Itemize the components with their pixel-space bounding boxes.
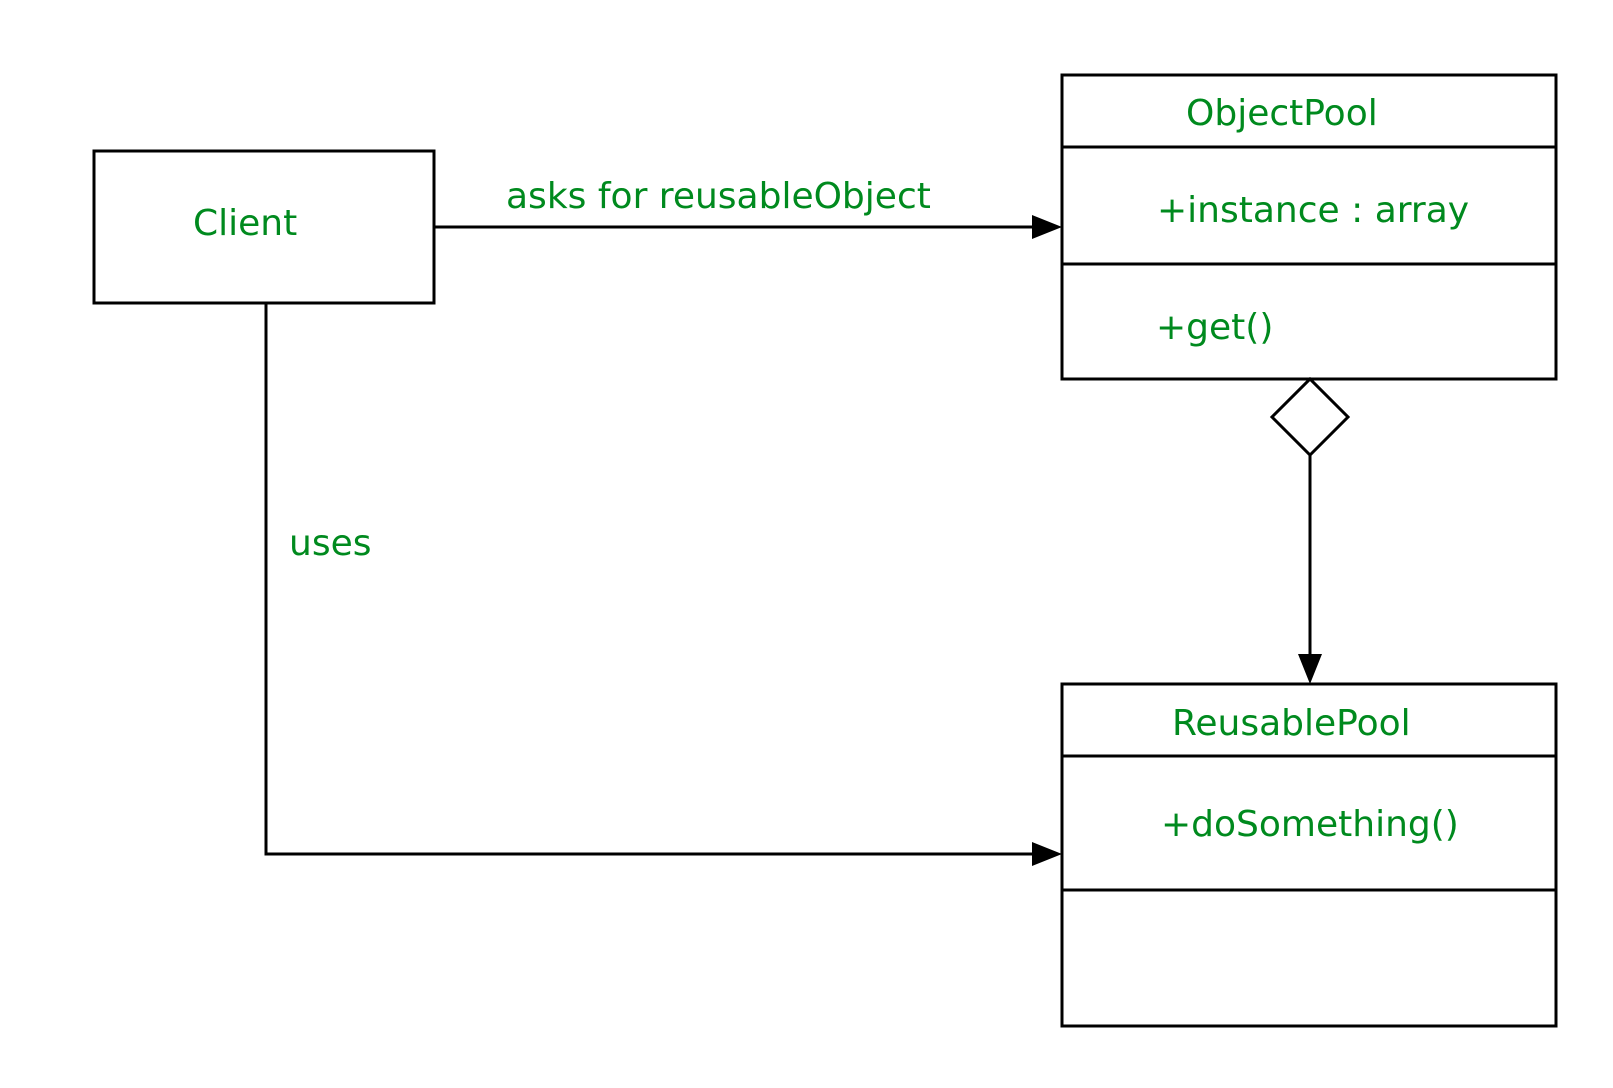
request-association: asks for reusableObject [434, 176, 1062, 239]
object-pool-method: +get() [1156, 307, 1273, 348]
usage-association: uses [264, 303, 1062, 866]
reusable-pool-method: +doSomething() [1161, 804, 1459, 845]
object-pool-class[interactable]: ObjectPool +instance : array +get() [1060, 73, 1558, 381]
reusable-pool-name: ReusablePool [1172, 703, 1411, 744]
client-name: Client [193, 203, 297, 244]
usage-label: uses [289, 523, 371, 564]
aggregation-relation [1269, 376, 1351, 684]
request-label: asks for reusableObject [506, 176, 931, 217]
client-class[interactable]: Client [92, 149, 436, 305]
client-box [92, 149, 436, 305]
reusable-pool-class[interactable]: ReusablePool +doSomething() [1060, 682, 1558, 1028]
reusable-pool-box [1060, 682, 1558, 1028]
object-pool-box [1060, 73, 1558, 381]
aggregation-arrowhead [1298, 654, 1322, 684]
request-arrowhead [1032, 215, 1062, 239]
usage-line [264, 303, 1040, 856]
object-pool-attribute: +instance : array [1157, 190, 1469, 231]
object-pool-name: ObjectPool [1186, 93, 1378, 134]
usage-arrowhead [1032, 842, 1062, 866]
aggregation-diamond-icon [1269, 376, 1351, 458]
